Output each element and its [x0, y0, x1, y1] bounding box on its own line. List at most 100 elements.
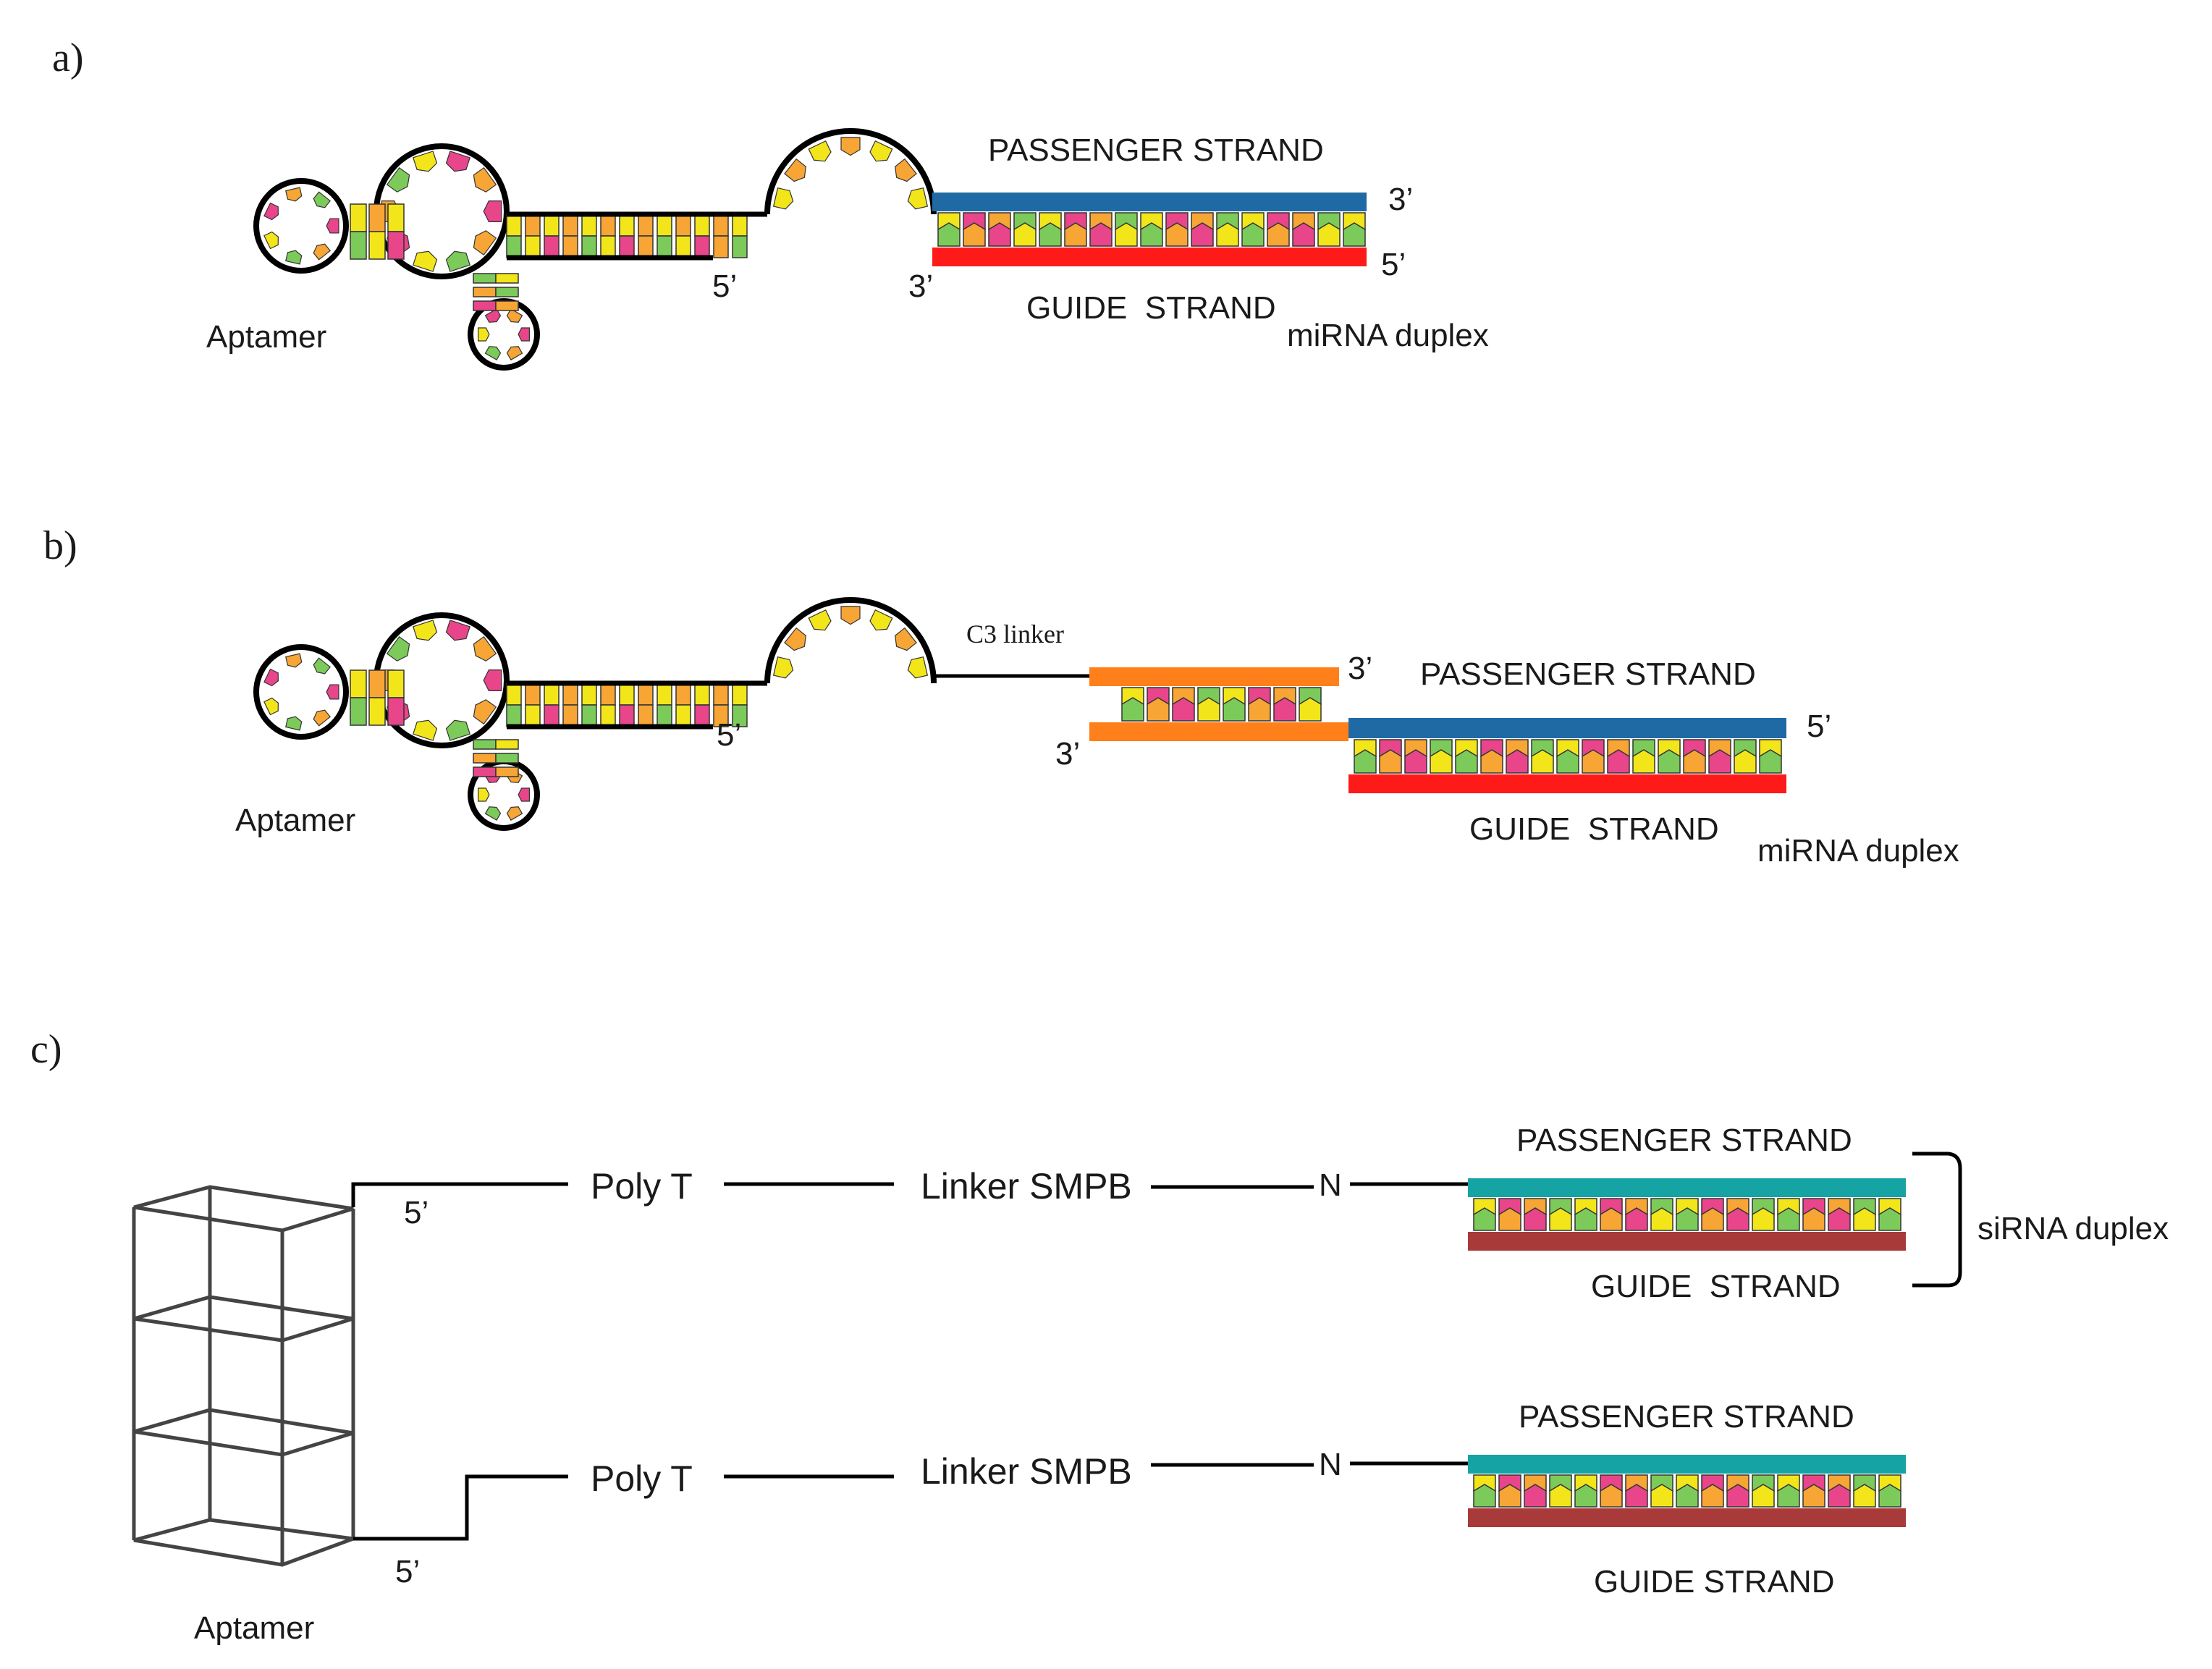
nucleotide-base [869, 140, 893, 162]
nucleotide-base [473, 287, 497, 297]
nucleotide-base [937, 222, 961, 247]
nucleotide-base [350, 203, 367, 232]
nucleotide-base [907, 656, 929, 679]
panel-c-bottom-guide-label: GUIDE STRAND [1594, 1564, 1834, 1600]
nucleotide-base [473, 753, 497, 764]
sirna-bracket [1912, 1152, 1962, 1288]
nucleotide-base [1708, 749, 1731, 774]
nucleotide-base [1172, 697, 1195, 722]
nucleotide-base [600, 683, 616, 706]
nucleotide-base [544, 683, 560, 706]
panel-c-top-poly-t: Poly T [591, 1166, 693, 1207]
nucleotide-base [581, 214, 597, 237]
nucleotide-base [1115, 222, 1138, 247]
nucleotide-base [445, 250, 470, 272]
panel-a: a) Aptamer 5’ 3’ PASSENGER STRAND 3’ 5’ … [52, 35, 1489, 371]
nucleotide-base [1625, 1484, 1648, 1508]
nucleotide-base [1828, 1484, 1851, 1508]
nucleotide-base [350, 669, 367, 698]
guide-strand [1468, 1232, 1906, 1251]
nucleotide-base [1273, 697, 1296, 722]
nucleotide-base [1683, 749, 1706, 774]
panel-c-bottom-five-prime: 5’ [395, 1554, 420, 1589]
nucleotide-base [988, 222, 1011, 247]
nucleotide-base [562, 683, 578, 706]
nucleotide-base [784, 627, 807, 651]
nucleotide-base [1089, 222, 1113, 247]
nucleotide-base [1701, 1207, 1724, 1231]
nucleotide-base [506, 308, 523, 323]
nucleotide-base [350, 697, 367, 726]
nucleotide-base [1531, 749, 1554, 774]
nucleotide-base [581, 235, 597, 258]
nucleotide-base [1632, 749, 1655, 774]
nucleotide-base [484, 346, 502, 360]
nucleotide-base [386, 635, 410, 662]
nucleotide-base [1524, 1207, 1547, 1231]
adapter-bases [1121, 687, 1322, 722]
panel-c-bottom-n: N [1319, 1447, 1342, 1482]
nucleotide-base [478, 787, 490, 802]
aptamer-stem-left [350, 203, 405, 260]
nucleotide-base [473, 230, 497, 256]
nucleotide-base [1802, 1207, 1825, 1231]
nucleotide-base [1549, 1207, 1572, 1231]
nucleotide-base [495, 739, 519, 750]
nucleotide-base [619, 235, 635, 258]
panel-c-bottom-linker: Linker SMPB [921, 1451, 1132, 1492]
nucleotide-base [368, 669, 386, 698]
bulge-backbone [764, 597, 937, 684]
nucleotide-base [387, 697, 405, 726]
nucleotide-base [600, 214, 616, 237]
panel-b-linker-label: C3 linker [966, 620, 1064, 648]
panel-a-guide-label: GUIDE STRAND [1026, 290, 1276, 326]
nucleotide-base [581, 704, 597, 727]
nucleotide-base [894, 627, 917, 651]
nucleotide-base [506, 214, 522, 237]
nucleotide-base [525, 235, 541, 258]
nucleotide-base [544, 704, 560, 727]
nucleotide-base [600, 235, 616, 258]
nucleotide-base [1354, 749, 1377, 774]
nucleotide-base [313, 657, 331, 675]
nucleotide-base [694, 683, 710, 706]
nucleotide-base [894, 158, 917, 182]
nucleotide-base [285, 653, 303, 668]
panel-c-top-n: N [1319, 1167, 1342, 1203]
guide-strand [932, 248, 1367, 266]
nucleotide-base [1317, 222, 1341, 247]
nucleotide-base [638, 683, 654, 706]
nucleotide-base [869, 609, 893, 631]
nucleotide-base [1759, 749, 1782, 774]
nucleotide-base [638, 235, 654, 258]
nucleotide-base [1650, 1207, 1673, 1231]
nucleotide-base [1498, 1207, 1521, 1231]
panel-a-mirna-duplex [932, 193, 1367, 266]
nucleotide-base [473, 273, 497, 284]
nucleotide-base [581, 683, 597, 706]
nucleotide-base [772, 656, 794, 679]
panel-b: b) Aptamer 5’ C3 linker 3’ 3’ PA [43, 523, 1959, 869]
nucleotide-base [263, 697, 279, 716]
nucleotide-base [1853, 1484, 1876, 1508]
nucleotide-base [1607, 749, 1630, 774]
panel-b-letter: b) [43, 523, 77, 568]
panel-b-adapter-duplex [1089, 667, 1348, 741]
aptamer-quadruplex-frame [132, 1185, 355, 1567]
nucleotide-base [675, 235, 691, 258]
nucleotide-base [1064, 222, 1087, 247]
nucleotide-base [445, 620, 470, 641]
nucleotide-base [562, 235, 578, 258]
nucleotide-base [1480, 749, 1503, 774]
nucleotide-base [263, 202, 279, 221]
nucleotide-base [413, 620, 438, 641]
nucleotide-base [413, 151, 438, 172]
nucleotide-base [387, 669, 405, 698]
nucleotide-base [1828, 1207, 1851, 1231]
nucleotide-base [907, 187, 929, 210]
nucleotide-base [1878, 1207, 1901, 1231]
nucleotide-base [1524, 1484, 1547, 1508]
duplex-bases [1354, 739, 1782, 774]
nucleotide-base [326, 218, 339, 234]
